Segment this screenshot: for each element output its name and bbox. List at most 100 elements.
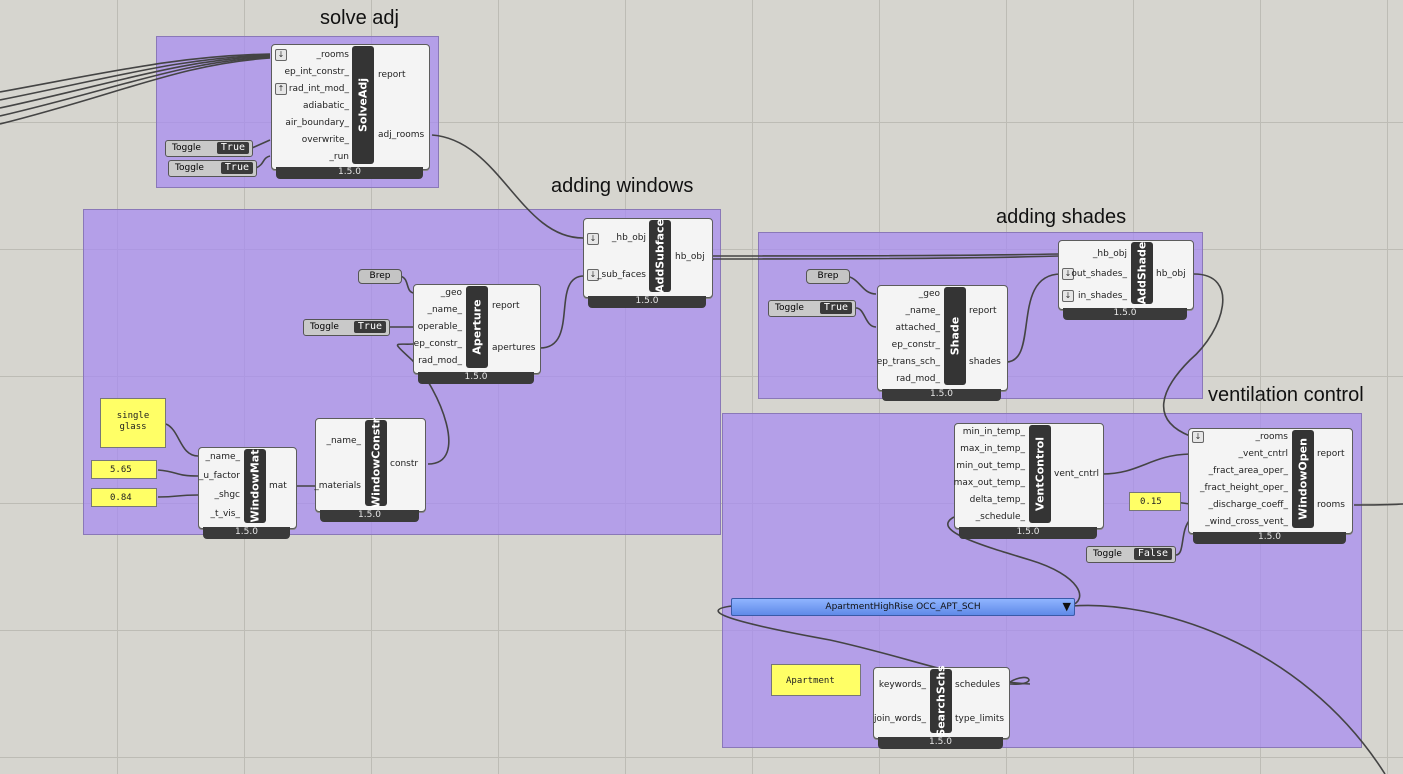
- ventcontrol-output[interactable]: vent_cntrl: [1054, 469, 1099, 479]
- windowopen-input[interactable]: _discharge_coeff_: [1208, 500, 1288, 510]
- solveadj-output[interactable]: adj_rooms: [378, 130, 425, 140]
- searchschs-title: SearchSchs: [930, 665, 952, 737]
- aperture-output[interactable]: apertures: [492, 343, 536, 353]
- windowmat-input[interactable]: _shgc: [214, 490, 240, 500]
- shade-component[interactable]: [877, 285, 1008, 391]
- aperture-input[interactable]: rad_mod_: [418, 356, 462, 366]
- solveadj-output[interactable]: report: [378, 70, 406, 80]
- windowconstr-input[interactable]: _name_: [326, 436, 361, 446]
- solveadj-input[interactable]: air_boundary_: [285, 118, 349, 128]
- windowopen-version: 1.5.0: [1193, 532, 1346, 544]
- solveadj-input[interactable]: rad_int_mod_: [288, 84, 349, 94]
- addsubface-input[interactable]: _hb_obj: [611, 233, 646, 243]
- down-arrow-icon[interactable]: ↓: [587, 269, 599, 281]
- aperture-input[interactable]: _geo: [440, 288, 462, 298]
- ventcontrol-input[interactable]: _schedule_: [975, 512, 1025, 522]
- ventcontrol-input[interactable]: max_in_temp_: [960, 444, 1025, 454]
- panel-shgc[interactable]: 0.84: [91, 488, 157, 507]
- shade-input[interactable]: _name_: [905, 306, 940, 316]
- down-arrow-icon[interactable]: ↓: [1192, 431, 1204, 443]
- ventcontrol-input[interactable]: min_out_temp_: [956, 461, 1025, 471]
- solveadj-title: SolveAdj: [352, 46, 374, 164]
- ventcontrol-input[interactable]: max_out_temp_: [953, 478, 1025, 488]
- windowconstr-version: 1.5.0: [320, 510, 419, 522]
- panel-apartment[interactable]: Apartment: [771, 664, 861, 696]
- shade-input[interactable]: ep_trans_sch_: [876, 357, 940, 367]
- down-arrow-icon[interactable]: ↓: [275, 49, 287, 61]
- addsubface-component[interactable]: [583, 218, 713, 298]
- down-arrow-icon[interactable]: ↓: [587, 233, 599, 245]
- addshade-output[interactable]: hb_obj: [1156, 269, 1186, 279]
- windowmat-input[interactable]: _u_factor: [198, 471, 240, 481]
- group-title-adding-windows: adding windows: [551, 175, 694, 197]
- shade-version: 1.5.0: [882, 389, 1001, 401]
- addsubface-input[interactable]: _sub_faces: [597, 270, 646, 280]
- windowopen-input[interactable]: _fract_area_oper_: [1208, 466, 1288, 476]
- searchschs-input[interactable]: join_words_: [873, 714, 926, 724]
- panel-discharge[interactable]: 0.15: [1129, 492, 1181, 511]
- addshade-version: 1.5.0: [1063, 308, 1187, 320]
- ventcontrol-input[interactable]: min_in_temp_: [962, 427, 1025, 437]
- addshade-input[interactable]: _hb_obj: [1092, 249, 1127, 259]
- windowmat-input[interactable]: _name_: [205, 452, 240, 462]
- windowopen-input[interactable]: _fract_height_oper_: [1199, 483, 1288, 493]
- shade-output[interactable]: shades: [969, 357, 1001, 367]
- brep-shade[interactable]: Brep: [806, 269, 850, 284]
- ventcontrol-input[interactable]: delta_temp_: [969, 495, 1025, 505]
- windowopen-input[interactable]: _wind_cross_vent_: [1205, 517, 1288, 527]
- windowmat-output[interactable]: mat: [269, 481, 287, 491]
- shade-input[interactable]: _geo: [918, 289, 940, 299]
- addshade-input[interactable]: out_shades_: [1071, 269, 1127, 279]
- brep-aperture[interactable]: Brep: [358, 269, 402, 284]
- shade-input[interactable]: ep_constr_: [891, 340, 940, 350]
- searchschs-output[interactable]: schedules: [955, 680, 1001, 690]
- addshade-input[interactable]: in_shades_: [1077, 291, 1127, 301]
- solveadj-input[interactable]: _run: [329, 152, 349, 162]
- windowmat-input[interactable]: _t_vis_: [210, 509, 240, 519]
- up-arrow-icon[interactable]: ↑: [275, 83, 287, 95]
- schedule-dropdown-label: ApartmentHighRise OCC_APT_SCH: [825, 602, 981, 612]
- shade-input[interactable]: attached_: [895, 323, 941, 333]
- searchschs-input[interactable]: keywords_: [878, 680, 926, 690]
- solveadj-input[interactable]: overwrite_: [301, 135, 349, 145]
- shade-output[interactable]: report: [969, 306, 997, 316]
- solveadj-input[interactable]: _rooms: [316, 50, 349, 60]
- down-arrow-icon[interactable]: ↓: [1062, 268, 1074, 280]
- ventcontrol-version: 1.5.0: [959, 527, 1097, 539]
- group-title-adding-shades: adding shades: [996, 206, 1127, 228]
- aperture-output[interactable]: report: [492, 301, 520, 311]
- windowopen-output[interactable]: report: [1317, 449, 1345, 459]
- solveadj-input[interactable]: ep_int_constr_: [284, 67, 349, 77]
- windowopen-component[interactable]: [1188, 428, 1353, 534]
- searchschs-output[interactable]: type_limits: [955, 714, 1005, 724]
- aperture-input[interactable]: operable_: [417, 322, 462, 332]
- windowopen-input[interactable]: _vent_cntrl: [1238, 449, 1288, 459]
- windowconstr-output[interactable]: constr: [390, 459, 419, 469]
- group-title-ventilation-control: ventilation control: [1208, 384, 1364, 406]
- triangle-down-icon[interactable]: ▼: [1062, 600, 1071, 613]
- aperture-input[interactable]: _name_: [427, 305, 462, 315]
- addshade-component[interactable]: [1058, 240, 1194, 310]
- ventcontrol-title: VentControl: [1029, 425, 1051, 523]
- windowopen-input[interactable]: _rooms: [1255, 432, 1288, 442]
- windowopen-output[interactable]: rooms: [1317, 500, 1345, 510]
- addsubface-output[interactable]: hb_obj: [675, 252, 705, 262]
- panel-u-factor[interactable]: 5.65: [91, 460, 157, 479]
- panel-single-glass[interactable]: single glass: [100, 398, 166, 448]
- solveadj-input[interactable]: adiabatic_: [303, 101, 349, 111]
- windowconstr-title: WindowConstr: [365, 418, 387, 508]
- solveadj-component[interactable]: [271, 44, 430, 170]
- shade-title: Shade: [944, 287, 966, 385]
- windowconstr-input[interactable]: _materials: [314, 481, 361, 491]
- windowmat-version: 1.5.0: [203, 527, 290, 539]
- aperture-input[interactable]: ep_constr_: [413, 339, 462, 349]
- shade-input[interactable]: rad_mod_: [896, 374, 940, 384]
- aperture-title: Aperture: [466, 286, 488, 368]
- schedule-dropdown[interactable]: ApartmentHighRise OCC_APT_SCH ▼: [731, 598, 1075, 616]
- down-arrow-icon[interactable]: ↓: [1062, 290, 1074, 302]
